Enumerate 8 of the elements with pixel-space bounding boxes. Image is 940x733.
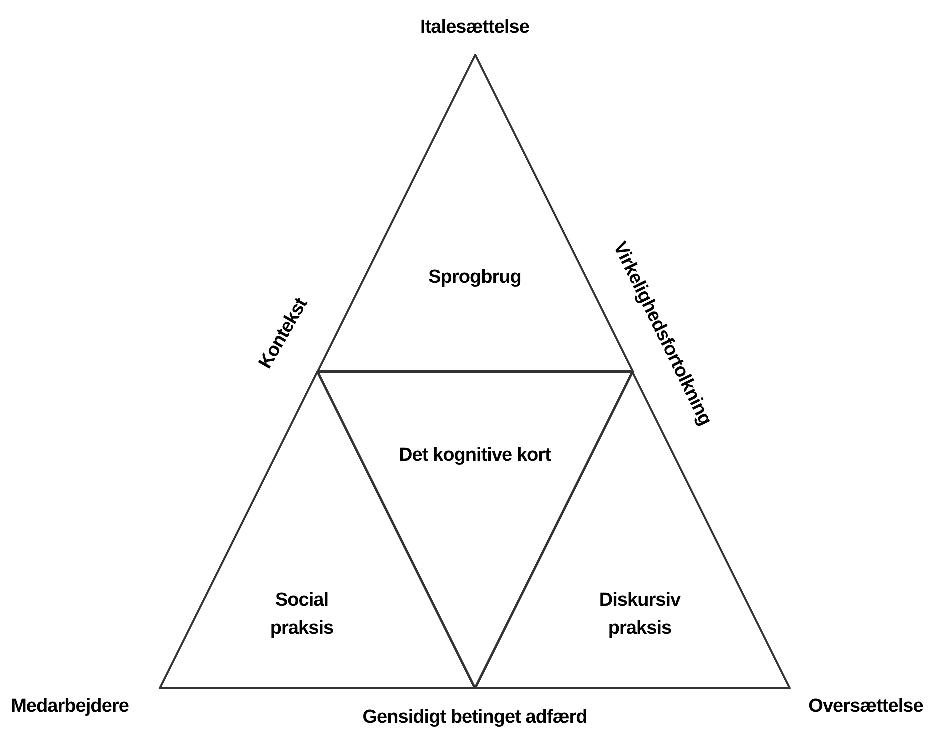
axis-label: Oversættelse [808,695,924,719]
segment-label: Social praksis [269,589,335,641]
segment-label: Det kognitive kort [398,444,552,468]
segment-label: Sprogbrug [428,266,522,290]
segment-label: Diskursiv praksis [598,589,682,641]
axis-label: Italesættelse [420,16,530,40]
axis-label: Medarbejdere [11,695,129,719]
axis-label: Gensidigt betinget adfærd [362,706,588,730]
